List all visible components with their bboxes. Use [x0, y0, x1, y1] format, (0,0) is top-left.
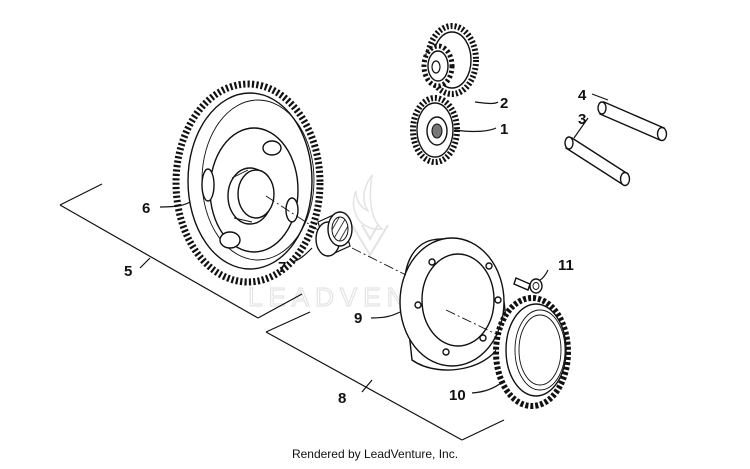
callout-7: 7: [278, 259, 286, 276]
part-3-shaft: [564, 136, 631, 187]
part-1-gear: [410, 95, 460, 165]
leader-lines: [159, 93, 609, 394]
part-11-bolt: [513, 277, 543, 294]
part-4-shaft: [597, 101, 668, 142]
part-7-needle-bearing: [315, 211, 353, 257]
bracket-8: [265, 311, 505, 441]
part-6-ring-gear: [172, 80, 324, 286]
footer-credit: Rendered by LeadVenture, Inc.: [291, 447, 459, 461]
part-2-double-gear: [421, 23, 479, 97]
bracket-5: [59, 183, 303, 319]
callout-4: 4: [578, 87, 587, 104]
callout-9: 9: [354, 310, 362, 327]
callout-11: 11: [558, 257, 574, 274]
callout-2: 2: [500, 95, 508, 112]
callout-6: 6: [142, 200, 150, 217]
part-10-one-way-clutch: [493, 295, 571, 409]
callout-10: 10: [449, 387, 466, 404]
callout-5: 5: [124, 263, 132, 280]
callout-1: 1: [500, 121, 508, 138]
part-9-clutch-housing: [399, 237, 507, 371]
callout-8: 8: [338, 390, 346, 407]
callout-3: 3: [578, 111, 586, 128]
